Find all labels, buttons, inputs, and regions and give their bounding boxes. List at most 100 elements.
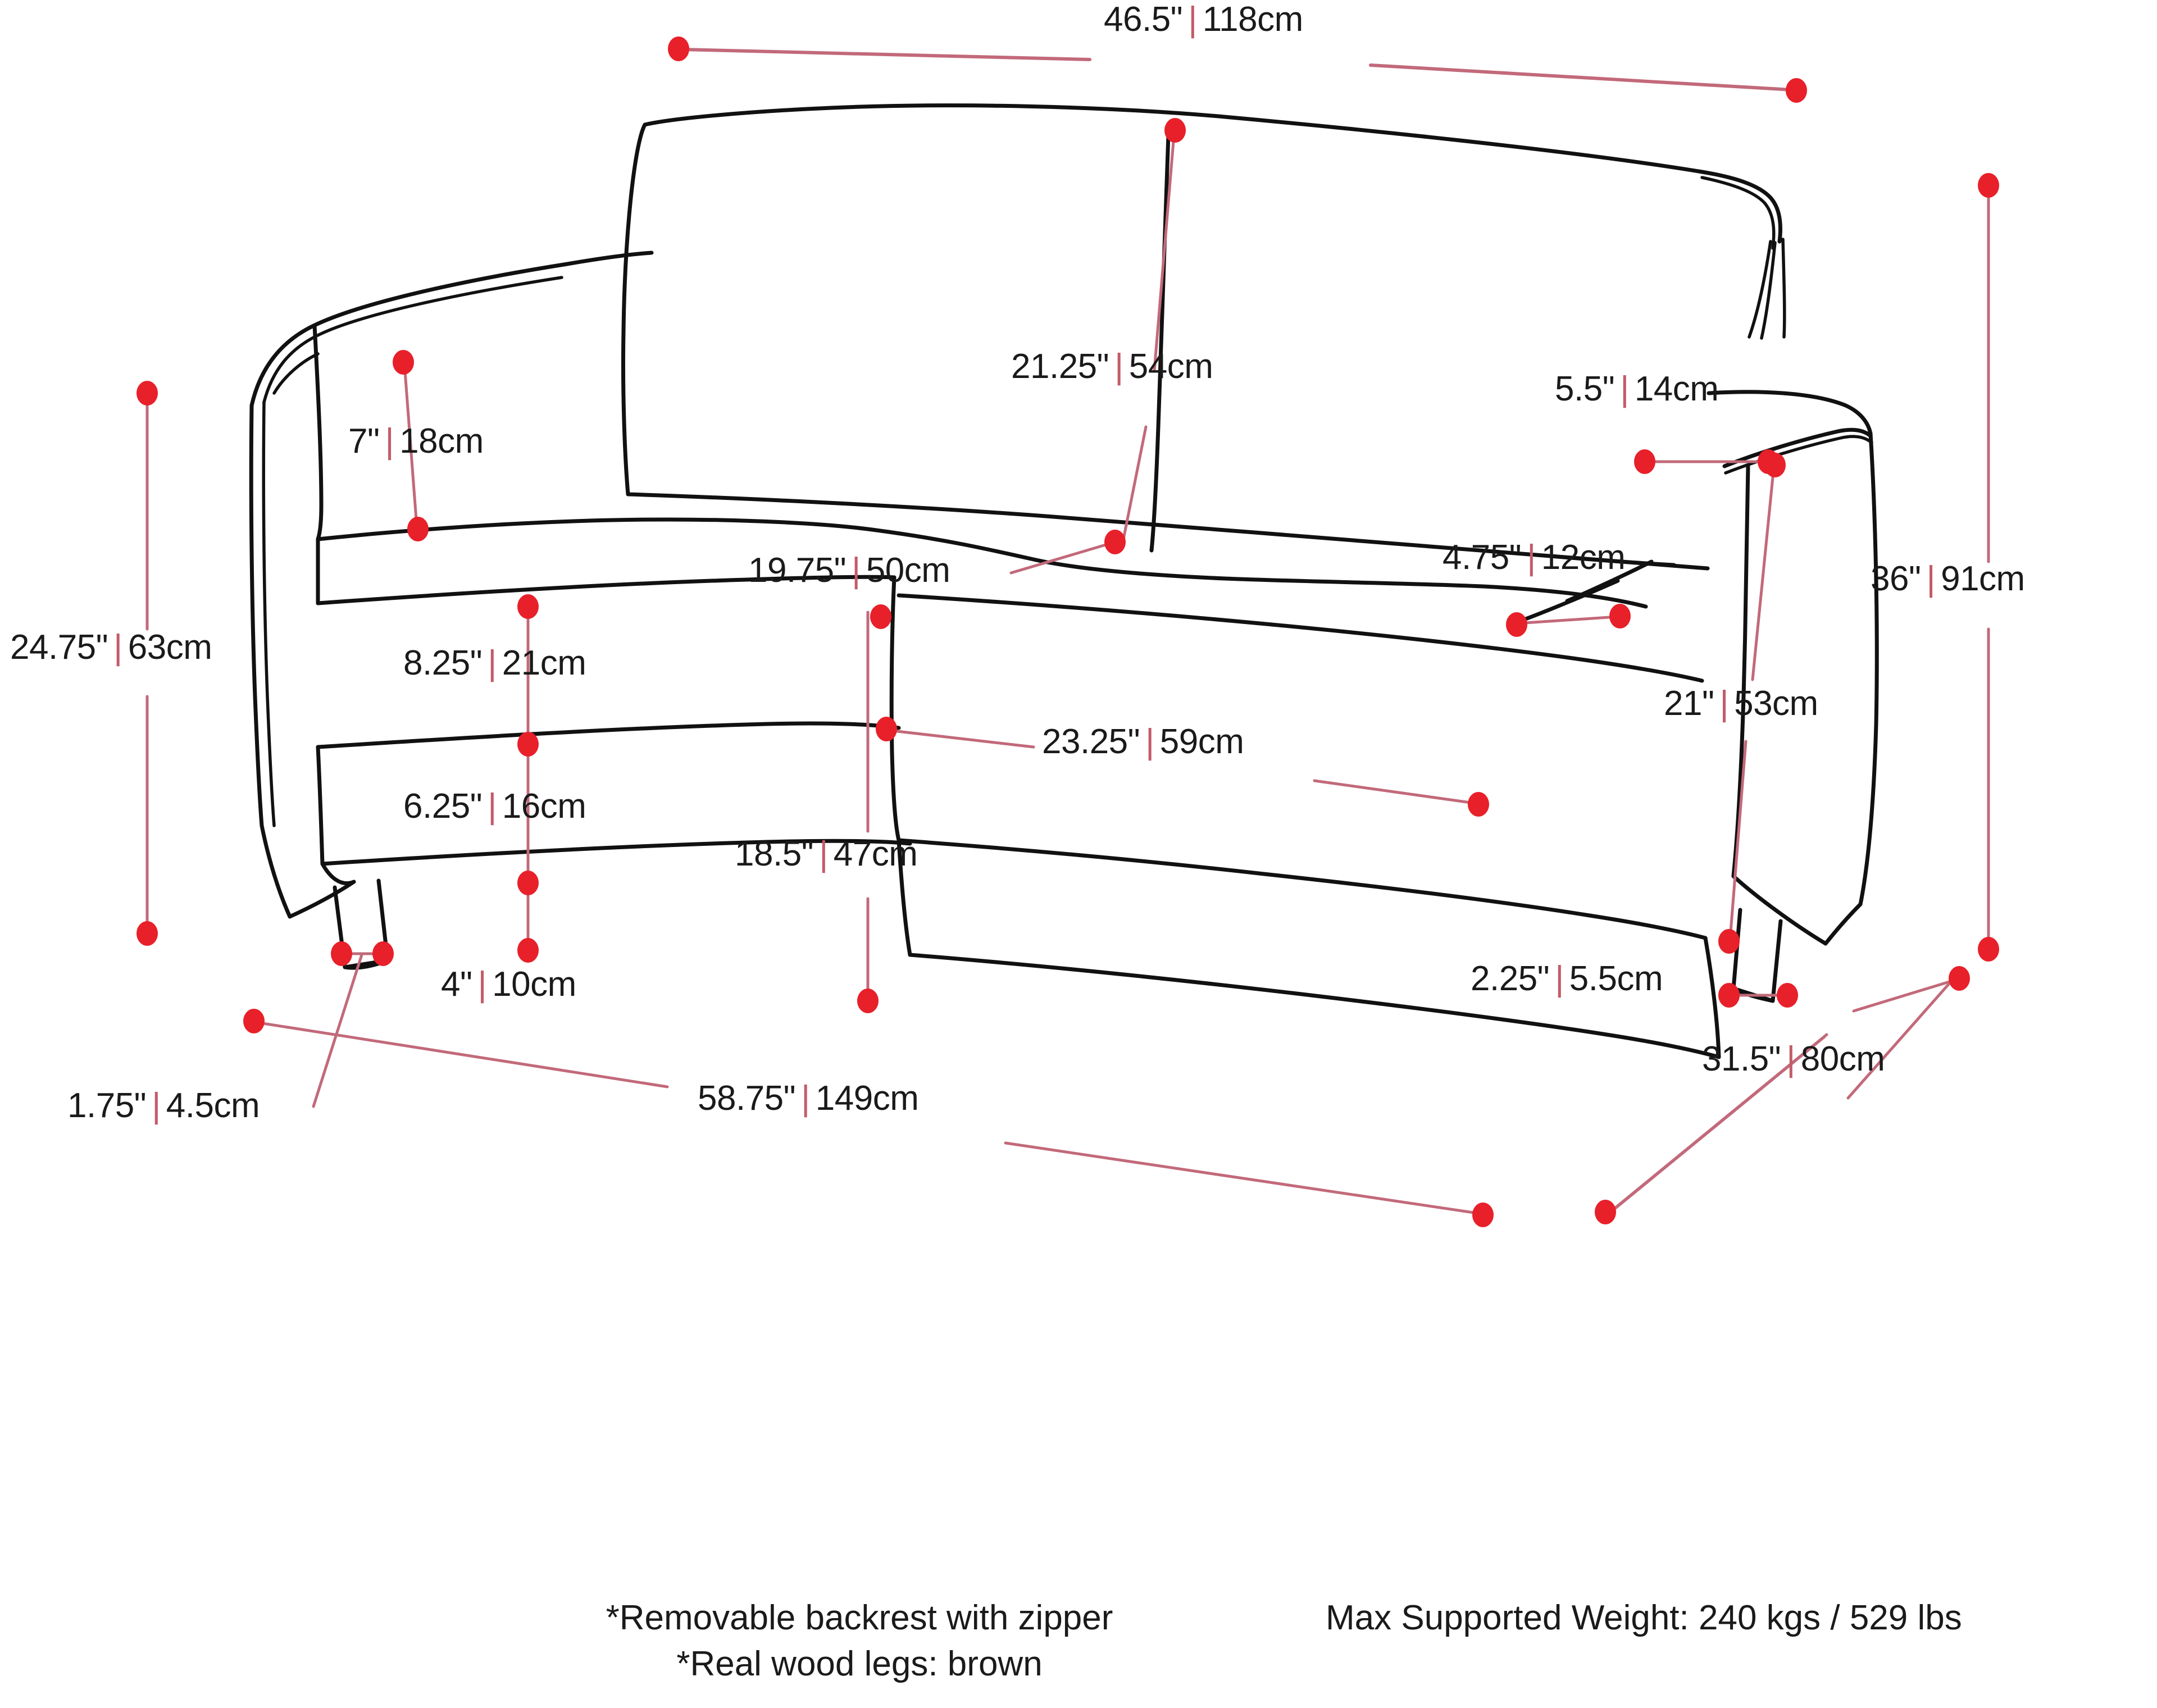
dot-armrest-depth-right xyxy=(1609,604,1631,628)
label-sep: | xyxy=(801,1079,810,1118)
label-sep: | xyxy=(1555,959,1564,998)
label-seat-cushion-width-metric: 50cm xyxy=(866,551,950,590)
label-leg-foot-width-metric: 4.5cm xyxy=(166,1086,260,1125)
sofa-left-arm-outline xyxy=(249,250,654,970)
label-leg-base-width-imperial: 2.25" xyxy=(1471,959,1550,998)
label-overall-depth: 31.5"|80cm xyxy=(1702,1042,1885,1077)
label-overall-height-imperial: 36" xyxy=(1871,559,1921,598)
label-seat-height-imperial: 18.5" xyxy=(735,835,814,873)
label-overall-seat-width-imperial: 58.75" xyxy=(698,1079,796,1118)
label-leg-height-imperial: 4" xyxy=(441,965,472,1004)
label-back-cushion-depth: 5.5"|14cm xyxy=(1555,370,1719,408)
label-overall-depth-metric: 80cm xyxy=(1800,1040,1885,1078)
dot-armrest-depth-left xyxy=(1506,612,1527,637)
label-sep: | xyxy=(477,965,487,1004)
label-seat-back-height: 21.25"|54cm xyxy=(1011,349,1213,384)
label-seat-to-floor: 24.75"|63cm xyxy=(10,630,212,665)
dot-leg-base-right xyxy=(1777,983,1798,1008)
label-leg-height-metric: 10cm xyxy=(492,965,576,1004)
dot-leg-foot-right xyxy=(372,941,394,966)
label-seat-to-floor-imperial: 24.75" xyxy=(10,628,108,667)
label-seat-cushion-thickness-metric: 21cm xyxy=(502,644,586,682)
label-leg-foot-width: 1.75"|4.5cm xyxy=(67,1088,260,1123)
label-base-rail-height-metric: 16cm xyxy=(502,787,586,826)
footnotes-right: Max Supported Weight: 240 kgs / 529 lbs xyxy=(1326,1595,1962,1641)
sofa-seat-and-front-outline xyxy=(316,517,1721,1059)
dot-back-height-bottom xyxy=(1104,530,1126,554)
label-seat-back-height-imperial: 21.25" xyxy=(1011,347,1109,386)
label-base-rail-height-imperial: 6.25" xyxy=(403,787,483,826)
sofa-back-cushion-split xyxy=(1149,133,1171,553)
label-overall-depth-imperial: 31.5" xyxy=(1702,1040,1781,1078)
label-seat-depth-metric: 59cm xyxy=(1159,722,1244,761)
label-sep: | xyxy=(819,835,828,873)
label-overall-height-metric: 91cm xyxy=(1941,559,2025,598)
dot-leg-height-bottom xyxy=(517,938,539,963)
label-overall-back-width-imperial: 46.5" xyxy=(1104,0,1183,39)
label-sep: | xyxy=(1145,722,1154,761)
label-arm-height-inside-imperial: 21" xyxy=(1664,684,1714,723)
dot-arm-top-a xyxy=(393,350,414,375)
dot-overall-seat-width-right xyxy=(1472,1203,1494,1227)
dot-seat-depth-left xyxy=(876,717,897,741)
label-arm-top-thickness: 7"|18cm xyxy=(348,424,484,459)
dot-leg-base-left xyxy=(1718,983,1740,1008)
label-overall-height: 36"|91cm xyxy=(1871,562,2025,596)
dot-overall-seat-width-left xyxy=(243,1009,265,1033)
label-seat-height: 18.5"|47cm xyxy=(735,835,918,873)
label-seat-to-floor-metric: 63cm xyxy=(128,628,212,667)
label-seat-cushion-thickness: 8.25"|21cm xyxy=(403,646,586,681)
label-arm-rest-depth: 4.75"|12cm xyxy=(1442,538,1626,577)
label-seat-cushion-width-imperial: 19.75" xyxy=(748,551,847,590)
footnote-removable-backrest: *Removable backrest with zipper xyxy=(606,1598,1113,1637)
dot-seat-height-top xyxy=(870,604,891,629)
label-leg-base-width-metric: 5.5cm xyxy=(1569,959,1663,998)
measurement-endpoint-dots xyxy=(136,37,1999,1227)
dot-seat-height-bottom xyxy=(857,989,879,1013)
label-seat-depth-imperial: 23.25" xyxy=(1042,722,1140,761)
footnotes-left: *Removable backrest with zipper *Real wo… xyxy=(562,1595,1157,1687)
footnote-max-weight: Max Supported Weight: 240 kgs / 529 lbs xyxy=(1326,1598,1962,1637)
label-seat-cushion-thickness-imperial: 8.25" xyxy=(403,644,483,682)
dot-seat-to-floor-bottom xyxy=(136,921,158,946)
dot-overall-height-bottom xyxy=(1978,937,1999,962)
label-seat-cushion-width: 19.75"|50cm xyxy=(748,553,950,588)
label-sep: | xyxy=(1786,1040,1795,1078)
dot-seat-to-floor-top xyxy=(136,381,158,406)
label-leg-base-width: 2.25"|5.5cm xyxy=(1471,962,1663,996)
label-back-cushion-depth-metric: 14cm xyxy=(1634,370,1719,408)
label-back-cushion-depth-imperial: 5.5" xyxy=(1555,370,1615,408)
dot-overall-depth-left xyxy=(1595,1200,1616,1224)
label-arm-rest-depth-metric: 12cm xyxy=(1541,538,1626,577)
dot-arm-top-b xyxy=(407,517,429,541)
label-overall-back-width-metric: 118cm xyxy=(1202,0,1304,39)
footnote-wood-legs: *Real wood legs: brown xyxy=(676,1644,1043,1683)
label-arm-top-thickness-imperial: 7" xyxy=(348,422,380,461)
label-sep: | xyxy=(1719,684,1729,723)
label-seat-depth: 23.25"|59cm xyxy=(1042,725,1244,759)
label-arm-rest-depth-imperial: 4.75" xyxy=(1442,538,1522,577)
label-sep: | xyxy=(488,644,497,682)
label-overall-seat-width-metric: 149cm xyxy=(815,1079,919,1118)
label-arm-top-thickness-metric: 18cm xyxy=(399,422,484,461)
label-arm-height-inside-metric: 53cm xyxy=(1734,684,1818,723)
dot-overall-height-top xyxy=(1978,173,1999,198)
label-seat-back-height-metric: 54cm xyxy=(1128,347,1213,386)
dot-seat-depth-right xyxy=(1468,792,1489,817)
dot-back-height-top xyxy=(1164,118,1186,143)
label-sep: | xyxy=(1926,559,1936,598)
dot-cushion-thickness-top xyxy=(517,594,539,619)
dot-arm-inside-top xyxy=(1764,453,1786,477)
label-seat-height-metric: 47cm xyxy=(833,835,918,873)
label-leg-height: 4"|10cm xyxy=(441,967,576,1002)
label-sep: | xyxy=(1527,538,1536,577)
label-sep: | xyxy=(488,787,497,826)
dot-leg-foot-left xyxy=(331,941,352,966)
label-sep: | xyxy=(1114,347,1123,386)
sofa-backrest-outline xyxy=(621,103,1782,571)
label-sep: | xyxy=(152,1086,161,1125)
label-overall-back-width: 46.5"|118cm xyxy=(1104,2,1303,37)
dot-back-cushion-depth-left xyxy=(1634,449,1655,474)
